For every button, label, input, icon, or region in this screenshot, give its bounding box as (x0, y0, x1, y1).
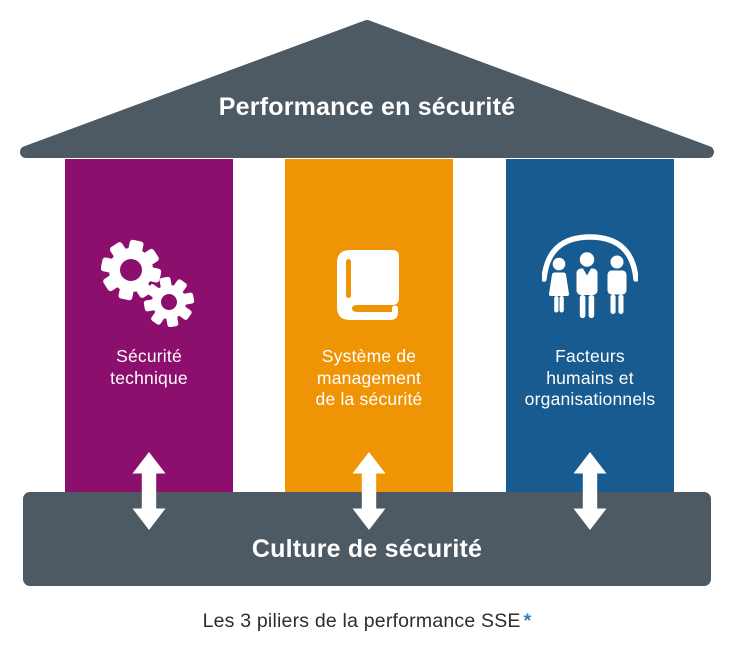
book-icon (337, 250, 401, 320)
roof-title: Performance en sécurité (218, 93, 516, 121)
pillar-management-label: Système de management de la sécurité (315, 346, 423, 409)
double-arrow-icon (132, 452, 166, 530)
caption-asterisk: * (523, 610, 532, 632)
double-arrow-icon (352, 452, 386, 530)
double-arrow-icon (573, 452, 607, 530)
caption-text: Les 3 piliers de la performance SSE (202, 610, 521, 632)
people-icon (542, 234, 638, 323)
gears-icon (101, 239, 197, 327)
pillar-management: Système de management de la sécurité (285, 159, 453, 492)
pillar-technical: Sécurité technique (65, 159, 233, 492)
pillar-human: Facteurs humains et organisationnels (506, 159, 674, 492)
pillar-human-label: Facteurs humains et organisationnels (524, 346, 656, 409)
roof-shape (20, 20, 714, 158)
pillar-technical-label: Sécurité technique (110, 346, 188, 388)
base-title: Culture de sécurité (251, 535, 483, 563)
roof-triangle (20, 20, 714, 158)
caption: Les 3 piliers de la performance SSE* (0, 610, 734, 633)
